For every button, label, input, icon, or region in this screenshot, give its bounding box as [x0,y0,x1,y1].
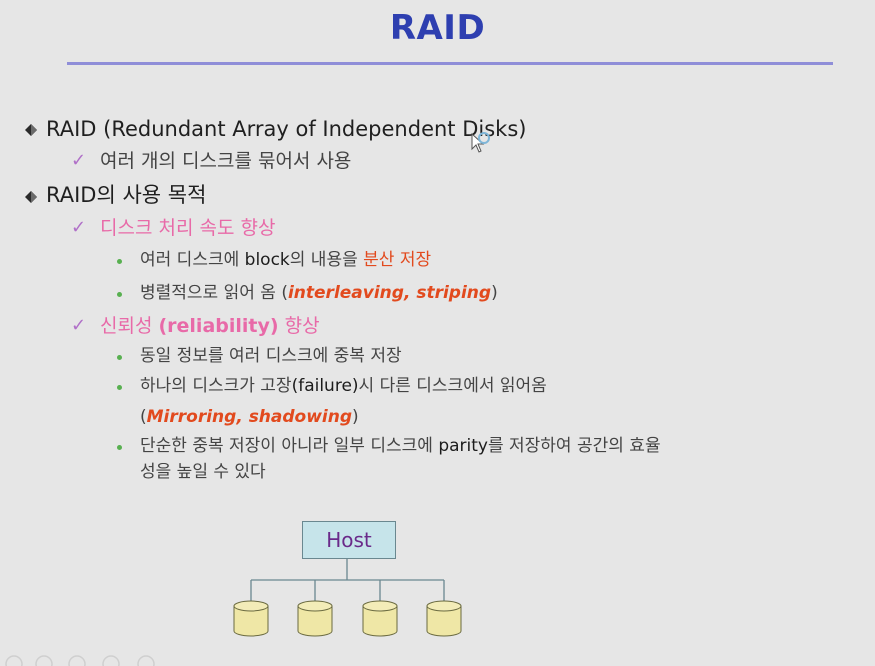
mouse-cursor-icon [471,132,490,153]
zoom-icon [102,655,120,666]
pen-icon [35,655,53,666]
disk-icon [297,600,333,637]
bullet-combine-disks: 여러 개의 디스크를 묶어서 사용 [100,150,352,172]
dot-icon [117,445,122,450]
disk-group [233,600,462,637]
bullet-parity-cont: 성을 높일 수 있다 [140,462,266,482]
diamond-arrow-icon [25,191,37,203]
dot-icon [117,385,122,390]
bullet-speed-improvement: 디스크 처리 속도 향상 [100,217,276,239]
prev-slide-icon [5,655,23,666]
bullet-reliability: 신뢰성 (reliability) 향상 [100,315,320,337]
bullet-raid-purpose: RAID의 사용 목적 [46,183,207,207]
slide-title: RAID [389,8,486,48]
check-icon: ✓ [71,315,87,336]
host-box: Host [302,521,396,559]
dot-icon [117,259,122,264]
slides-icon [68,655,86,666]
disk-icon [426,600,462,637]
bullet-failure-read: 하나의 디스크가 고장(failure)시 다른 디스크에서 읽어옴 [140,376,547,396]
slideshow-nav[interactable] [0,652,180,666]
bullet-failure-read-cont: (Mirroring, shadowing) [140,407,359,427]
dot-icon [117,292,122,297]
more-icon [137,655,155,666]
diamond-arrow-icon [25,124,37,136]
bullet-parity: 단순한 중복 저장이 아니라 일부 디스크에 parity를 저장하여 공간의 … [140,436,661,456]
title-underline [67,62,833,65]
bullet-distributed-storage: 여러 디스크에 block의 내용을 분산 저장 [140,250,432,270]
bullet-parallel-read: 병렬적으로 읽어 옴 (interleaving, striping) [140,283,498,303]
check-icon: ✓ [71,150,87,171]
disk-icon [362,600,398,637]
bullet-raid-definition: RAID (Redundant Array of Independent Dis… [46,117,527,141]
disk-icon [233,600,269,637]
dot-icon [117,355,122,360]
bullet-duplicate-storage: 동일 정보를 여러 디스크에 중복 저장 [140,346,402,366]
check-icon: ✓ [71,217,87,238]
